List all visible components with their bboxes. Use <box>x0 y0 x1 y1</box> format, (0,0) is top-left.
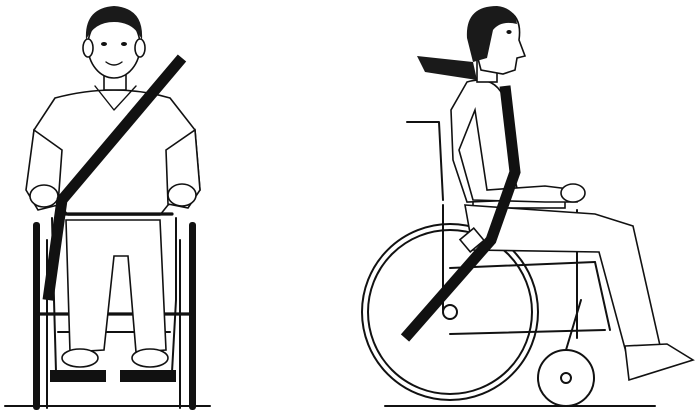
hand <box>561 184 585 202</box>
head <box>83 6 145 90</box>
left-footrest <box>50 370 106 382</box>
side-view-illustration <box>355 0 695 412</box>
left-hand <box>30 185 58 207</box>
front-caster <box>538 300 594 406</box>
right-hand <box>168 184 196 206</box>
wheelchair-side-view-icon <box>355 0 695 412</box>
front-view-illustration <box>0 0 340 412</box>
foot <box>625 344 693 380</box>
right-footrest <box>120 370 176 382</box>
wheelchair-front-view-icon <box>0 0 340 412</box>
left-foot <box>62 349 98 367</box>
right-foot <box>132 349 168 367</box>
head <box>417 6 525 82</box>
